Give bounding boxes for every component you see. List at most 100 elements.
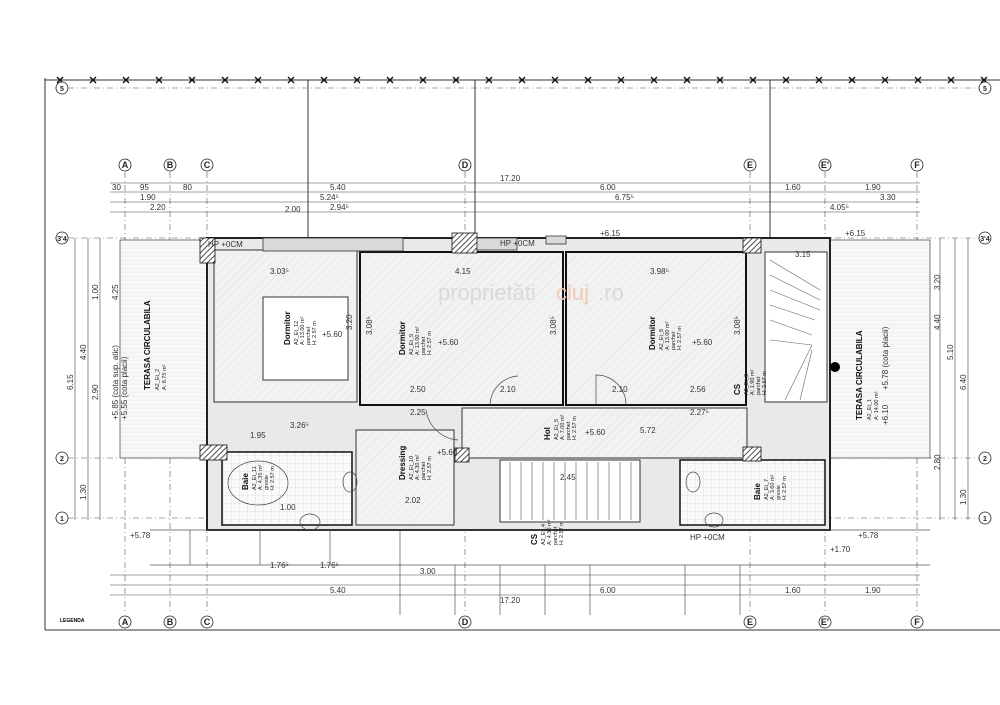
structural-columns — [199, 232, 762, 463]
dim-text: 5.72 — [640, 426, 656, 435]
dim-text: 6.40 — [959, 374, 968, 390]
level-text: +5.78 — [130, 531, 151, 540]
dim-text: 1.00 — [91, 284, 100, 300]
boundary-x-mark — [419, 76, 427, 84]
dim-text: 4.40 — [79, 344, 88, 360]
dim-text: 3.08⁵ — [365, 316, 374, 335]
dim-text: 2.45 — [560, 473, 576, 482]
boundary-x-mark — [716, 76, 724, 84]
boundary-x-mark — [221, 76, 229, 84]
boundary-x-mark — [848, 76, 856, 84]
room-floor: parchet — [306, 326, 312, 345]
axis-bubble — [910, 158, 924, 172]
room-name: Dormitor — [283, 311, 292, 345]
axis-bubble — [743, 158, 757, 172]
axis-label-column: D — [462, 160, 469, 170]
axis-bubble — [118, 158, 132, 172]
dim-text: 3.03⁵ — [270, 267, 289, 276]
room-name: Dormitor — [648, 316, 657, 350]
axis-bubble — [978, 81, 992, 95]
boundary-x-mark — [914, 76, 922, 84]
room-height: H: 2.57 m — [782, 476, 788, 500]
room-floor: parchet — [671, 331, 677, 350]
dim-text: 30 — [112, 183, 121, 192]
terrace-right-label: TERASA CIRCULABILA A2_Et_1 A: 14.00 m² +… — [855, 326, 890, 425]
boundary-x-mark — [254, 76, 262, 84]
dim-text: 95 — [140, 183, 149, 192]
level-text: +5.78 — [858, 531, 879, 540]
parapet-walls — [262, 235, 567, 252]
axis-bubble — [200, 158, 214, 172]
room-floor: parchet — [553, 526, 559, 545]
axis-label-row: 1 — [983, 516, 987, 523]
terrace-code: A2_Et_2 — [155, 369, 161, 390]
level-text: +5.60 — [322, 330, 343, 339]
axis-label-column: C — [204, 617, 211, 627]
axis-bubble — [978, 451, 992, 465]
level-text: +5.60 — [692, 338, 713, 347]
room-name: Baie — [241, 473, 250, 490]
dim-text: 4.15 — [455, 267, 471, 276]
terrace-left — [119, 239, 209, 459]
room-code: A2_Et_7 — [764, 479, 770, 500]
door-swings — [227, 374, 724, 531]
room-name: CS — [530, 533, 539, 545]
dim-text: 2.50 — [410, 385, 426, 394]
axis-label-row: 2 — [983, 456, 987, 463]
dim-text: 4.25 — [111, 284, 120, 300]
dim-text: 5.40 — [330, 183, 346, 192]
watermark-text: proprietăti — [438, 280, 536, 305]
facade-elevation-lines — [150, 529, 930, 615]
axis-bubble — [55, 81, 69, 95]
axis-label-row: 5 — [983, 86, 987, 93]
terrace-level: +5.78 (cota placii) — [881, 326, 890, 390]
room-name: Dormitor — [398, 321, 407, 355]
axis-bubble — [818, 615, 832, 629]
dim-text: 1.76⁵ — [270, 561, 289, 570]
room-floor: gresie — [264, 475, 270, 490]
boundary-x-mark — [320, 76, 328, 84]
room-floor: parchet — [756, 376, 762, 395]
room-code: A2_Et_11 — [252, 466, 258, 490]
room-floor: parchet — [421, 336, 427, 355]
boundary-x-mark — [188, 76, 196, 84]
dim-text: 1.00 — [280, 503, 296, 512]
hp-text: HP +0CM — [500, 239, 535, 248]
dim-text: 5.40 — [330, 586, 346, 595]
dim-text: 2.94⁵ — [330, 203, 349, 212]
room-height: H: 2.57 m — [312, 321, 318, 345]
room-name: CS — [733, 383, 742, 395]
dim-text: 1.60 — [785, 586, 801, 595]
hp-text: HP +0CM — [208, 240, 243, 249]
bed — [262, 296, 349, 381]
axis-label-row: 3'4 — [980, 236, 990, 243]
room-hol — [461, 407, 748, 459]
dimension-labels: 17.20 5.40 6.00 1.60 1.90 95 80 30 5.24⁵… — [66, 174, 968, 605]
dim-text: 4.05⁵ — [830, 203, 849, 212]
level-text: +6.15 — [845, 229, 866, 238]
boundary-x-mark — [584, 76, 592, 84]
boundary-x-mark — [650, 76, 658, 84]
drawing-frame — [44, 78, 1000, 631]
dim-text: 3.30 — [880, 193, 896, 202]
axis-label-column: A — [122, 160, 129, 170]
boundary-x-mark — [683, 76, 691, 84]
room-code: A2_Et_8 — [659, 329, 665, 350]
axis-label-column: C — [204, 160, 211, 170]
terrace-name: TERASA CIRCULABILA — [855, 330, 864, 420]
dim-text: 1.95 — [250, 431, 266, 440]
room-code: A2_Et_6 — [744, 374, 750, 395]
axis-label-column: F — [914, 160, 920, 170]
dim-text: 2.00 — [285, 205, 301, 214]
boundary-x-mark — [947, 76, 955, 84]
room-area: A: 3.60 m² — [770, 474, 776, 500]
boundary-markers — [56, 76, 988, 84]
boundary-x-mark — [386, 76, 394, 84]
axis-bubble — [743, 615, 757, 629]
dim-text: 3.00 — [420, 567, 436, 576]
axis-bubble — [818, 158, 832, 172]
